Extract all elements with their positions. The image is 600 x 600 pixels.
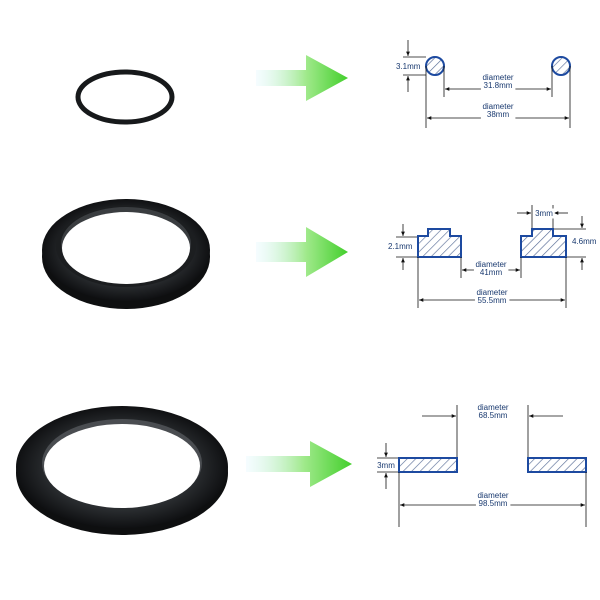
green-arrow-icon bbox=[256, 227, 348, 277]
gasket-right-height-label: 4.6mm bbox=[572, 237, 597, 246]
section-profile-right bbox=[520, 228, 567, 258]
green-arrow-icon bbox=[246, 441, 352, 487]
section-bar-right bbox=[527, 457, 587, 473]
washer-thickness-label: 3mm bbox=[377, 461, 395, 470]
green-arrow-icon bbox=[256, 55, 348, 101]
gasket-step-width-label: 3mm bbox=[535, 209, 553, 218]
section-profile-left bbox=[417, 228, 462, 258]
flat-washer-image bbox=[16, 406, 228, 535]
o-ring-thickness-label: 3.1mm bbox=[396, 62, 421, 71]
section-circle-left bbox=[425, 56, 445, 76]
section-bar-left bbox=[398, 457, 458, 473]
stepped-gasket-image bbox=[42, 199, 210, 309]
gasket-left-height-label: 2.1mm bbox=[388, 242, 413, 251]
o-ring-image bbox=[75, 69, 175, 125]
section-circle-right bbox=[551, 56, 571, 76]
